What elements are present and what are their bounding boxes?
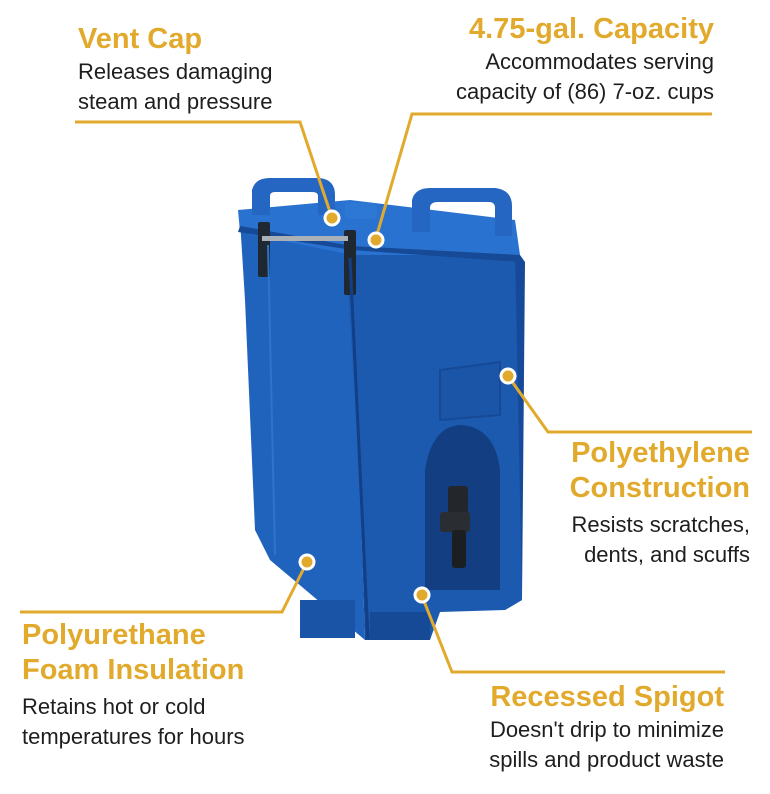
capacity-leader	[374, 112, 712, 239]
spigot-leader	[420, 595, 725, 674]
callout-spigot: Recessed Spigot Doesn't drip to minimize…	[489, 680, 724, 775]
spigot-desc-line: spills and product waste	[489, 747, 724, 772]
capacity-dot	[367, 231, 385, 249]
spigot-desc-line: Doesn't drip to minimize	[489, 717, 724, 742]
polyethylene-desc-line: Resists scratches,	[571, 512, 751, 537]
polyurethane-description: Retains hot or cold temperatures for hou…	[22, 692, 245, 752]
polyurethane-title-line: Foam Insulation	[22, 654, 245, 686]
callout-dots	[298, 209, 517, 604]
polyurethane-title-line: Polyurethane	[22, 619, 206, 651]
polyurethane-dot	[298, 553, 316, 571]
callout-polyurethane: Polyurethane Foam Insulation Retains hot…	[22, 618, 245, 752]
vent-cap-desc-line: steam and pressure	[78, 89, 273, 114]
polyethylene-leader	[506, 375, 752, 434]
polyurethane-desc-line: temperatures for hours	[22, 724, 245, 749]
leader-lines	[20, 112, 752, 674]
beverage-dispenser	[238, 178, 525, 640]
vent-cap-leader	[75, 120, 334, 219]
polyurethane-desc-line: Retains hot or cold	[22, 694, 206, 719]
callout-polyethylene: Polyethylene Construction Resists scratc…	[570, 436, 750, 570]
vent-cap-desc-line: Releases damaging	[78, 59, 273, 84]
spigot-description: Doesn't drip to minimize spills and prod…	[489, 715, 724, 775]
callout-vent-cap: Vent Cap Releases damaging steam and pre…	[78, 22, 272, 117]
capacity-title: 4.75-gal. Capacity	[469, 13, 714, 45]
vent-cap-description: Releases damaging steam and pressure	[78, 57, 272, 117]
polyethylene-dot	[499, 367, 517, 385]
spigot-title: Recessed Spigot	[490, 681, 724, 713]
callout-capacity: 4.75-gal. Capacity Accommodates serving …	[456, 12, 714, 107]
vent-cap-dot	[323, 209, 341, 227]
polyethylene-description: Resists scratches, dents, and scuffs	[570, 510, 751, 570]
capacity-description: Accommodates serving capacity of (86) 7-…	[456, 47, 714, 107]
spigot-dot	[413, 586, 431, 604]
polyethylene-title: Polyethylene Construction	[570, 436, 750, 506]
polyurethane-title: Polyurethane Foam Insulation	[22, 618, 245, 688]
vent-cap-title: Vent Cap	[78, 23, 203, 55]
polyethylene-title-line: Construction	[569, 472, 750, 504]
capacity-desc-line: Accommodates serving	[485, 49, 714, 74]
capacity-desc-line: capacity of (86) 7-oz. cups	[455, 79, 714, 104]
polyurethane-leader	[20, 561, 309, 614]
polyethylene-title-line: Polyethylene	[571, 437, 750, 469]
polyethylene-desc-line: dents, and scuffs	[584, 542, 750, 567]
